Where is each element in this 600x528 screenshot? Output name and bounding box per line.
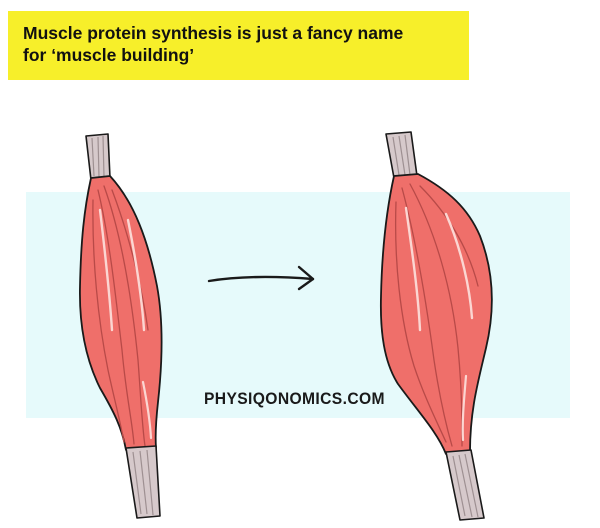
small-muscle (79, 133, 163, 519)
large-muscle-bottom-tendon (445, 449, 485, 521)
small-muscle-bottom-tendon (125, 445, 161, 519)
small-muscle-fibers (92, 185, 153, 447)
caption-line-2: for ‘muscle building’ (23, 45, 195, 65)
large-muscle (379, 131, 493, 521)
large-muscle-fibers (394, 183, 479, 447)
large-muscle-belly (379, 173, 493, 455)
caption-line-1: Muscle protein synthesis is just a fancy… (23, 23, 404, 43)
watermark-text: PHYSIQONOMICS.COM (204, 389, 385, 408)
caption-box: Muscle protein synthesis is just a fancy… (8, 11, 469, 80)
small-muscle-belly (79, 175, 163, 451)
large-muscle-top-tendon (385, 131, 418, 179)
arrow-icon (207, 265, 315, 291)
small-muscle-top-tendon (85, 133, 111, 181)
